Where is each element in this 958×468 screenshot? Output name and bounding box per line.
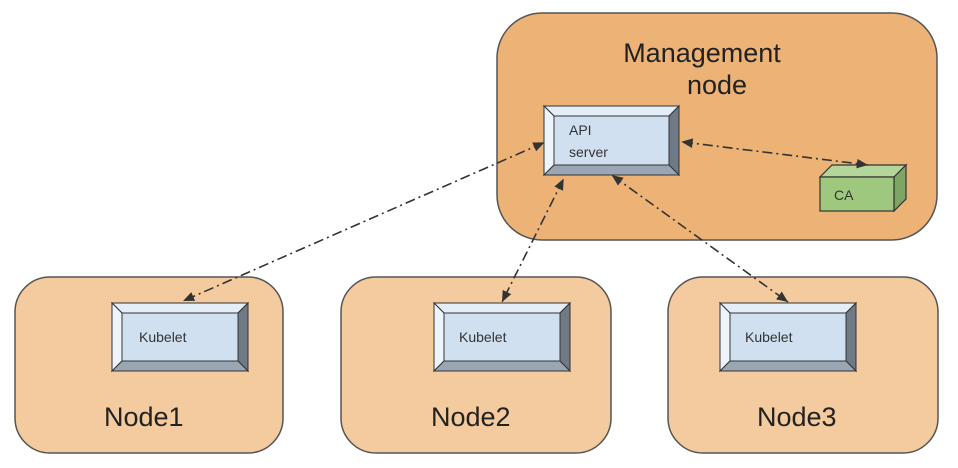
node-label: Node1: [104, 402, 184, 432]
bevel-edge: [542, 164, 681, 176]
bevel-edge: [543, 104, 555, 177]
bevel-edge: [559, 301, 571, 373]
api-to-node3-connector: [611, 175, 789, 303]
api-server-label-line2: server: [569, 144, 608, 160]
bevel-edge: [237, 301, 249, 373]
kubelet-label: Kubelet: [745, 329, 793, 345]
kubelet-box: [432, 301, 572, 373]
bevel-edge: [718, 360, 858, 372]
ca-box: CA: [818, 163, 908, 213]
kubelet-label: Kubelet: [459, 329, 507, 345]
api-server-label-line1: API: [569, 122, 592, 138]
node1: Kubelet Node1: [14, 276, 284, 454]
ca-label: CA: [834, 187, 854, 203]
bevel-edge: [433, 301, 445, 373]
bevel-edge: [111, 301, 123, 373]
management-node: Management node API server CA: [496, 12, 938, 241]
management-node-title-line2: node: [687, 70, 747, 100]
bevel-edge: [110, 302, 250, 314]
bevel-face: [553, 115, 670, 166]
bevel-face: [121, 312, 239, 362]
bevel-edge: [432, 302, 572, 314]
kubelet-box: [718, 301, 858, 373]
bevel-edge: [845, 301, 857, 373]
bevel-edge: [718, 302, 858, 314]
node-label: Node2: [431, 402, 511, 432]
bevel-edge: [110, 360, 250, 372]
api-server-box: [542, 104, 681, 177]
node2: Kubelet Node2: [340, 276, 612, 454]
bevel-edge: [668, 104, 680, 177]
bevel-edge: [432, 360, 572, 372]
bevel-edge: [719, 301, 731, 373]
node-label: Node3: [757, 402, 837, 432]
node3: Kubelet Node3: [667, 276, 939, 454]
api-to-node2-connector: [501, 178, 564, 303]
kubelet-label: Kubelet: [139, 329, 187, 345]
management-node-title-line1: Management: [623, 38, 781, 68]
bevel-edge: [542, 105, 681, 117]
bevel-face: [729, 312, 847, 362]
api-to-ca-connector: [681, 138, 869, 169]
bevel-face: [443, 312, 561, 362]
api-to-node1-connector: [182, 142, 545, 302]
kubelet-box: [110, 301, 250, 373]
